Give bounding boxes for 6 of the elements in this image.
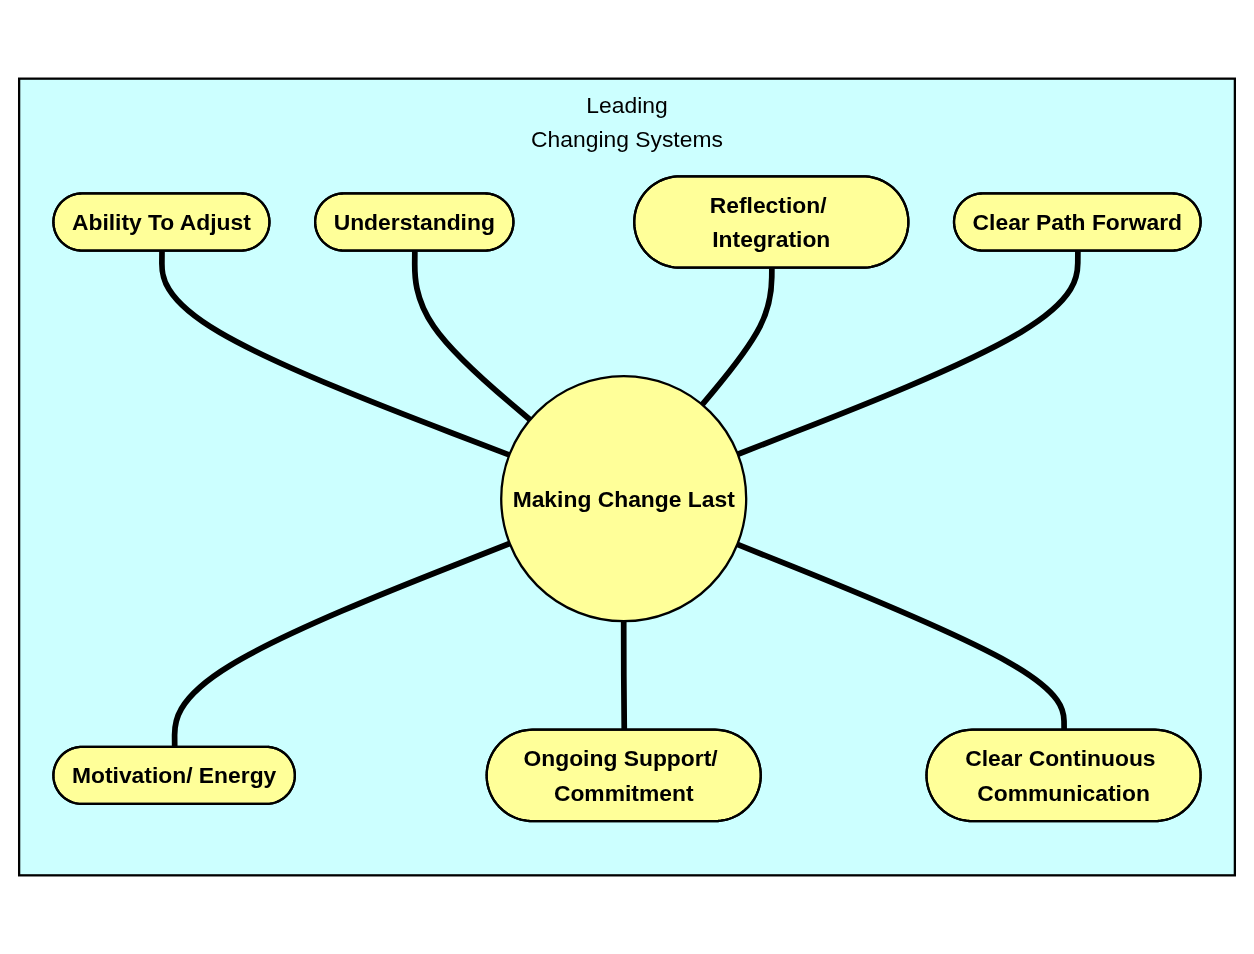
connector xyxy=(620,621,628,731)
node-circle: Making Change Last xyxy=(500,375,748,623)
connector xyxy=(411,251,532,422)
connector xyxy=(736,251,1081,457)
connector xyxy=(700,268,775,407)
connector xyxy=(159,251,511,458)
